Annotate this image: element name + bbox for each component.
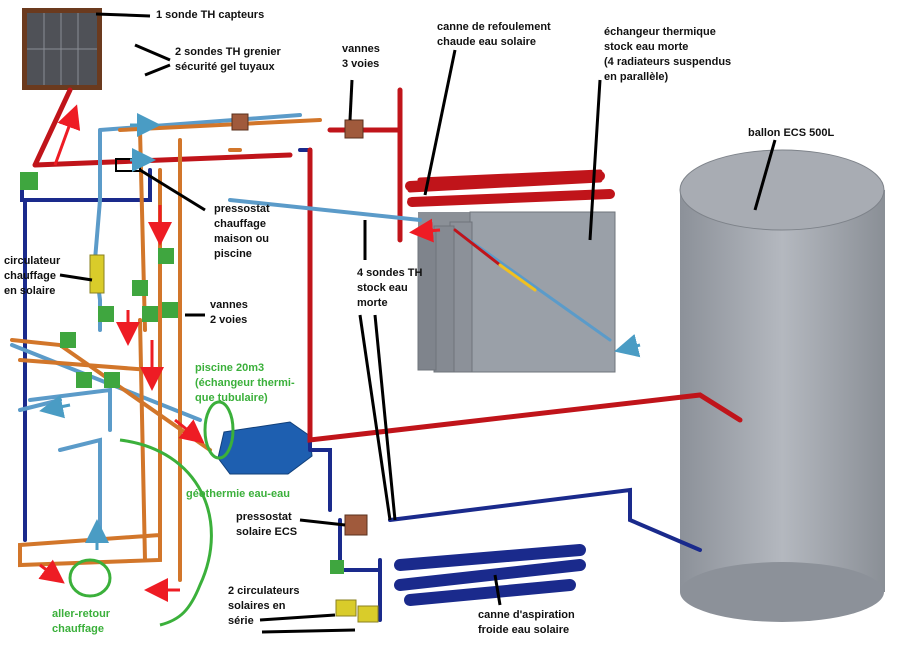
circulator-heating (89, 254, 105, 294)
label-piscine: piscine 20m3 (échangeur thermi- que tubu… (195, 362, 298, 404)
label-pressostat-solaire: pressostat solaire ECS (236, 511, 297, 538)
pool-exchanger (217, 421, 313, 475)
circulator-solar-1 (335, 599, 357, 617)
solar-collector-panel (22, 8, 102, 90)
label-ballon-ecs: ballon ECS 500L (748, 127, 834, 139)
label-sondes-stock: 4 sondes TH stock eau morte (357, 267, 425, 309)
label-vannes-2-voies: vannes 2 voies (210, 299, 251, 326)
circulator-solar-2 (357, 605, 379, 623)
label-canne-refoulement: canne de refoulement chaude eau solaire (437, 21, 554, 48)
valve-2way-4 (142, 306, 158, 322)
label-pressostat-chauffage: pressostat chauffage maison ou piscine (214, 203, 273, 260)
exchanger-return-yellow (498, 263, 537, 292)
label-geothermie: géothermie eau-eau (186, 488, 290, 500)
valve-2way-5 (162, 302, 178, 318)
valve-3way-1 (344, 119, 364, 139)
label-sondes-grenier: 2 sondes TH grenier sécurité gel tuyaux (175, 46, 284, 73)
valve-sonde (20, 172, 38, 190)
label-sonde-capteurs: 1 sonde TH capteurs (156, 9, 264, 21)
valve-4 (76, 372, 92, 388)
green-annotations (68, 400, 235, 627)
cold-collector (394, 544, 586, 606)
leader-lines (59, 12, 777, 634)
valve-2way-2 (132, 280, 148, 296)
light-pipe (10, 113, 422, 542)
label-vannes-3-voies: vannes 3 voies (342, 43, 383, 70)
valve-2way-1 (158, 248, 174, 264)
valve-3 (60, 332, 76, 348)
ecs-tank (679, 149, 885, 622)
exchanger-return-red (453, 228, 502, 267)
pressostat-solaire-device (344, 514, 368, 536)
label-circulateur-chauffage: circulateur chauffage en solaire (4, 255, 63, 297)
valves (20, 113, 379, 623)
flow-arrows (38, 104, 641, 602)
label-canne-aspiration: canne d'aspiration froide eau solaire (478, 609, 578, 636)
label-echangeur: échangeur thermique stock eau morte (4 r… (604, 26, 734, 83)
valve-solar (330, 560, 344, 574)
pipes (10, 87, 743, 622)
hot-pipe-thick (405, 171, 615, 207)
heat-exchanger-radiators (417, 211, 616, 373)
valve-3way-2 (231, 113, 249, 131)
valve-5 (104, 372, 120, 388)
label-circulateurs-solaires: 2 circulateurs solaires en série (228, 585, 303, 627)
valve-2way-3 (98, 306, 114, 322)
label-aller-retour: aller-retour chauffage (52, 608, 113, 635)
